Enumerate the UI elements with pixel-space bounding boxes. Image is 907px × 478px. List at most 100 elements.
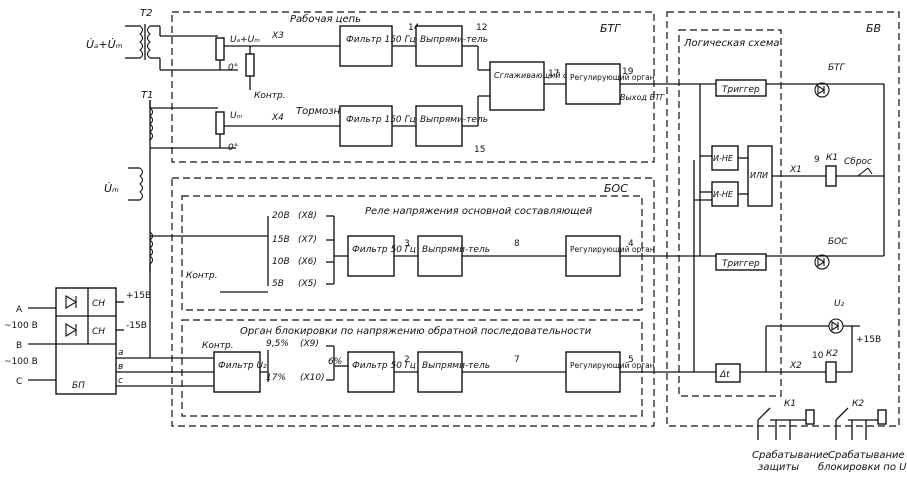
svg-text:(X5): (X5) (298, 279, 317, 289)
svg-text:Сглаживающий сумматор: Сглаживающий сумматор (494, 71, 604, 80)
pin-19: 19 (622, 67, 634, 77)
diode-1 (65, 295, 78, 309)
rectifier-top (415, 25, 463, 67)
label-relay-main: Реле напряжения основной составляющей (365, 206, 593, 217)
pin-3: 3 (404, 239, 410, 249)
svg-text:10В: 10В (272, 257, 290, 267)
label-bp: БП (72, 381, 85, 391)
svg-text:Регулирующий орган: Регулирующий орган (570, 245, 655, 254)
svg-text:Фильтр 50 Гц: Фильтр 50 Гц (352, 245, 416, 255)
k1-out: К1 (784, 399, 796, 409)
pin-4: 4 (628, 239, 634, 249)
svg-text:Триггер: Триггер (722, 85, 760, 95)
phase-c: C (16, 377, 22, 387)
svg-text:(X6): (X6) (298, 257, 317, 267)
pin-15: 15 (474, 145, 485, 155)
frame-relay-main (181, 195, 643, 311)
svg-text:Выпрями-тель: Выпрями-тель (420, 35, 488, 45)
svg-text:5В: 5В (272, 279, 284, 289)
svg-text:Выпрями-тель: Выпрями-тель (422, 361, 490, 371)
pin-12: 12 (476, 23, 487, 33)
svg-text:И-НЕ: И-НЕ (713, 154, 734, 163)
label-btg: БТГ (600, 22, 621, 35)
and-not-2 (711, 181, 739, 207)
x1: X1 (789, 165, 802, 175)
svg-text:Фильтр U₂: Фильтр U₂ (218, 361, 267, 371)
x10: (X10) (300, 373, 325, 383)
kontr-btg: Контр. (254, 91, 286, 101)
out-block-1: Срабатывание (828, 449, 905, 461)
led-u2-icon (828, 318, 844, 334)
plus15-bp: +15В (126, 291, 151, 301)
filter-u2 (213, 351, 261, 393)
frame-organ-block (181, 319, 643, 417)
v100-1: ~100 В (4, 321, 38, 331)
svg-text:Т1: Т1 (141, 90, 153, 101)
potentiometer-top (215, 37, 225, 61)
relay-taps: 20В 15В 10В 5В (X8) (X7) (X6) (X5) (272, 211, 317, 289)
pin-2: 2 (404, 355, 410, 365)
filter-50-bos (347, 235, 395, 277)
sn-1: СН (92, 299, 105, 309)
pin-a: a (118, 348, 124, 358)
label-bv: БВ (866, 22, 881, 35)
regulating-neg (565, 351, 621, 393)
output-btg: Выход БТГ (620, 93, 665, 102)
relay-k1 (825, 165, 837, 187)
pin-9: 9 (814, 155, 820, 165)
svg-text:К1: К1 (826, 153, 838, 163)
label-organ-block: Орган блокировки по напряжению обратной … (240, 325, 592, 337)
kontr-bos: Контр. (186, 271, 218, 281)
rectifier-bottom (415, 105, 463, 147)
u-bottom: Uₘ (230, 111, 243, 121)
zero-bottom: 0° (228, 143, 238, 153)
pin-17: 17 (548, 69, 559, 79)
frame-bos (171, 177, 655, 427)
regulating-btg (565, 63, 621, 105)
svg-text:Δt: Δt (719, 370, 730, 380)
potentiometer-bottom (215, 111, 225, 135)
svg-text:(X7): (X7) (298, 235, 317, 245)
svg-text:Выпрями-тель: Выпрями-тель (422, 245, 490, 255)
out-block-2: блокировки по U₂ (818, 461, 907, 473)
pin-10: 10 (812, 351, 824, 361)
minus15-bp: -15В (126, 321, 147, 331)
rectifier-bos (417, 235, 463, 277)
x2: X2 (789, 361, 802, 371)
x4: X4 (271, 113, 284, 123)
potentiometer-kontr (245, 53, 255, 77)
bos-led-label: БОС (828, 237, 848, 247)
filter-150-top (339, 25, 393, 67)
svg-text:ИЛИ: ИЛИ (750, 171, 768, 180)
svg-text:15В: 15В (272, 235, 290, 245)
pct-6: 6% (328, 357, 342, 367)
label-bos: БОС (604, 182, 628, 195)
frame-bv (666, 11, 900, 427)
power-block (55, 287, 117, 395)
plus15-bv: +15В (856, 335, 881, 345)
frame-logic (678, 29, 782, 397)
pct-95: 9,5% (266, 339, 289, 349)
trigger-top (715, 79, 767, 97)
transformer-t1: Т1 (128, 90, 153, 272)
trigger-mid (715, 253, 767, 271)
svg-text:Фильтр 150 Гц: Фильтр 150 Гц (346, 35, 416, 45)
smoothing-adder (489, 61, 545, 111)
pin-8: 8 (514, 239, 520, 249)
pin-7: 7 (514, 355, 520, 365)
zero-top: 0° (228, 63, 238, 73)
svg-text:20В: 20В (272, 211, 290, 221)
reset-button-icon (857, 167, 873, 177)
k2-out: К2 (852, 399, 864, 409)
output-contacts-k2 (835, 407, 887, 440)
diode-2 (65, 323, 78, 337)
svg-text:И-НЕ: И-НЕ (713, 190, 734, 199)
label-u-m: U̇ₘ (104, 182, 119, 195)
work-circuit: Рабочая цепь (290, 13, 361, 25)
x3: X3 (271, 31, 284, 41)
frame-btg (171, 11, 655, 163)
sn-2: СН (92, 327, 105, 337)
and-not-1 (711, 145, 739, 171)
output-contacts-k1 (757, 407, 815, 440)
svg-text:(X8): (X8) (298, 211, 317, 221)
